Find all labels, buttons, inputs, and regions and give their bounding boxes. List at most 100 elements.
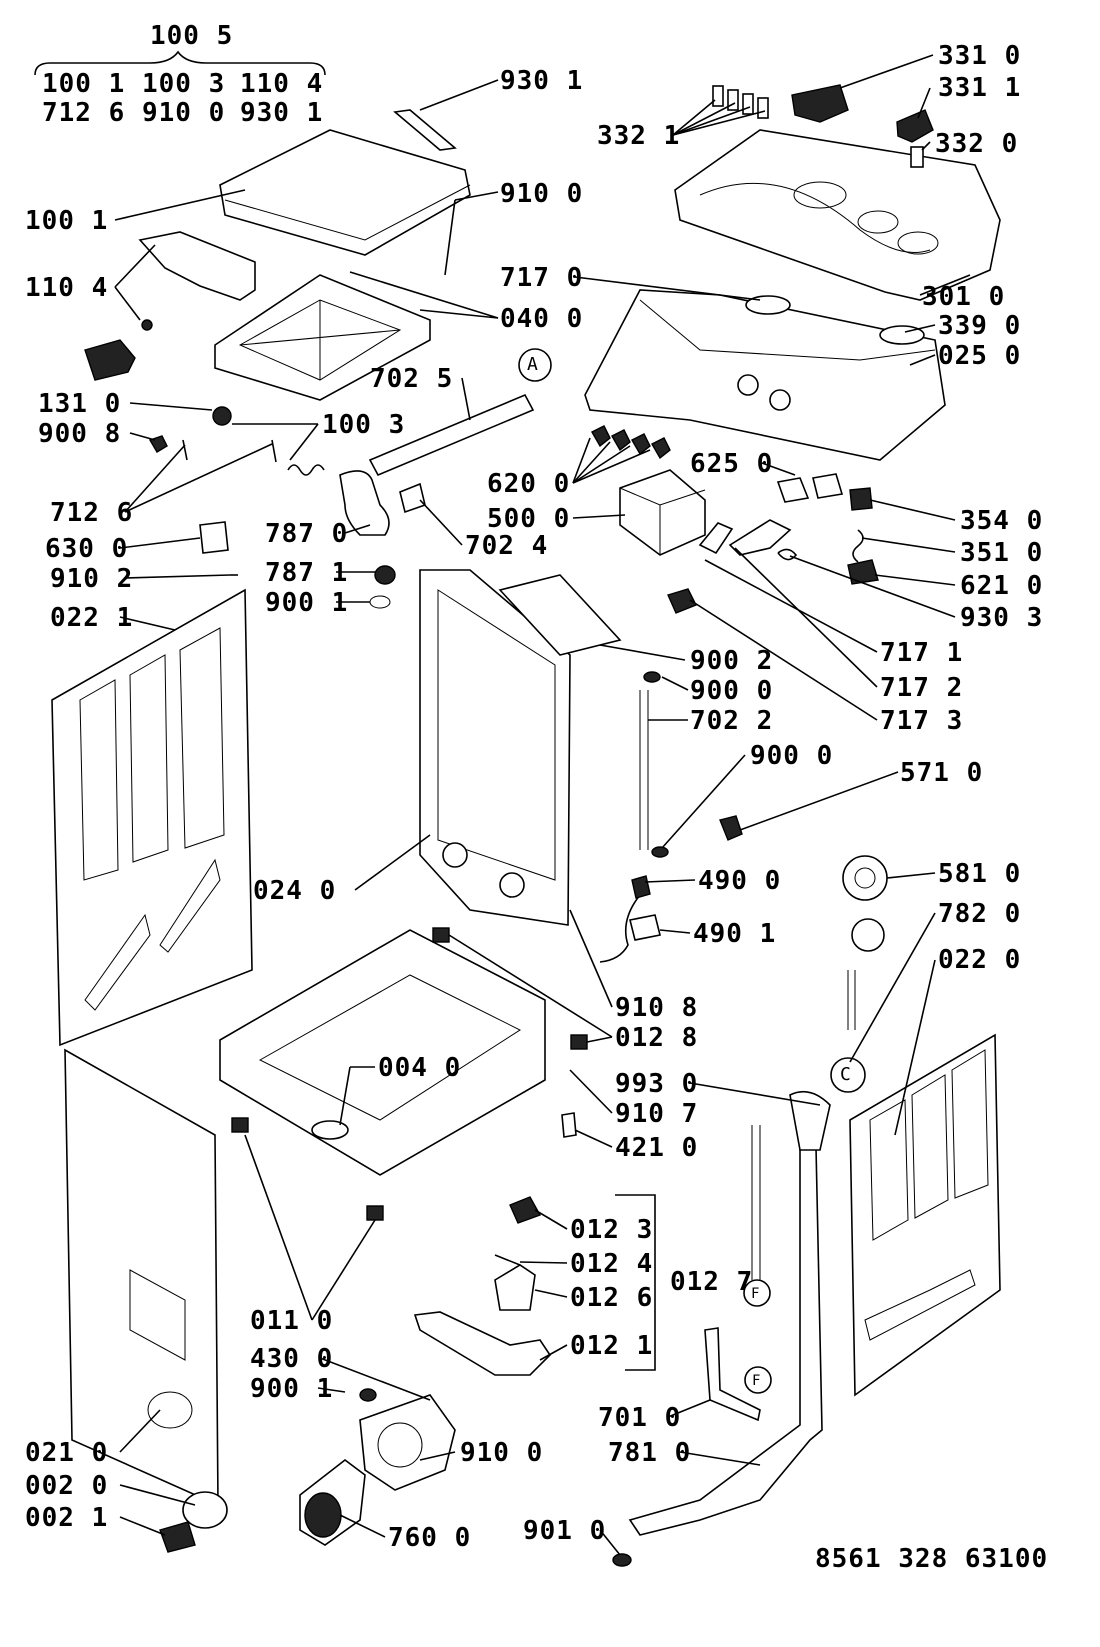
pump-mount [494,1264,536,1311]
part-label: 993 0 [615,1069,699,1099]
knob-large [791,84,849,123]
marker-A [518,348,552,382]
selector-disc [745,295,791,315]
marker-letter: A [527,354,539,375]
part-label: 332 0 [935,129,1019,159]
pump-housing [359,1394,456,1491]
header-part: 100 1 [42,69,126,99]
part-label: 011 0 [250,1306,334,1336]
marker-letter: F [751,1286,761,1302]
part-label: 900 2 [690,646,774,676]
part-label: 900 0 [690,676,774,706]
header-part: 110 4 [240,69,324,99]
header-part: 910 0 [142,98,226,128]
part-label: 339 0 [938,311,1022,341]
part-label: 910 0 [500,179,584,209]
part-label: 717 3 [880,706,964,736]
back-frame [419,569,571,926]
part-label: 630 0 [45,534,129,564]
part-label: 581 0 [938,859,1022,889]
part-label: 332 1 [597,121,681,151]
knob-small [896,109,934,143]
part-label: 490 1 [693,919,777,949]
side-panel-left [51,588,253,1047]
part-label: 100 3 [322,410,406,440]
document-code: 8561 328 63100 [815,1544,1049,1574]
part-label: 910 0 [460,1438,544,1468]
valves [591,425,671,460]
header-part: 712 6 [42,98,126,128]
pump-arm [413,1311,552,1376]
part-label: 301 0 [922,282,1006,312]
part-label: 930 1 [500,66,584,96]
part-label: 702 5 [370,364,454,394]
part-label: 354 0 [960,506,1044,536]
pipe-702-2 [639,690,649,850]
marker-C-top [851,918,885,952]
part-label: 901 0 [523,1516,607,1546]
part-label: 022 0 [938,945,1022,975]
marker-F-bottom [744,1366,772,1394]
panel-bracket [584,289,946,461]
marker-letter: F [752,1373,762,1389]
part-label: 331 0 [938,41,1022,71]
part-label: 002 1 [25,1503,109,1533]
part-label: 900 0 [750,741,834,771]
part-label: 930 3 [960,603,1044,633]
part-label: 571 0 [900,758,984,788]
part-label: 012 8 [615,1023,699,1053]
part-label: 421 0 [615,1133,699,1163]
part-label: 787 0 [265,519,349,549]
part-label: 760 0 [388,1523,472,1553]
control-panel [674,129,1001,301]
part-label: 702 4 [465,531,549,561]
connector-571 [719,815,743,841]
part-label: 022 1 [50,603,134,633]
part-label: 621 0 [960,571,1044,601]
part-label: 110 4 [25,273,109,303]
base-frame [219,929,546,1176]
side-panel-right [849,1033,1001,1397]
part-label: 002 0 [25,1471,109,1501]
part-label: 900 1 [265,588,349,618]
pressure-switch [849,487,873,511]
part-label: 490 0 [698,866,782,896]
part-label: 012 1 [570,1331,654,1361]
part-label: 131 0 [38,389,122,419]
part-label: 781 0 [608,1438,692,1468]
pulley-581 [842,855,888,901]
lid-handle [138,231,256,301]
part-label: 040 0 [500,304,584,334]
hose-clip-2 [728,519,792,556]
fill-hose [368,393,535,477]
header-part: 930 1 [240,98,324,128]
marker-letter: C [840,1064,852,1085]
part-label: 021 0 [25,1438,109,1468]
part-label: 717 0 [500,263,584,293]
part-label: 900 1 [250,1374,334,1404]
part-label: 024 0 [253,876,337,906]
marker-C-bottom [830,1057,866,1093]
part-label: 012 3 [570,1215,654,1245]
knob-caps [712,85,769,119]
part-label: 782 0 [938,899,1022,929]
bracket-625 [776,477,810,503]
part-label: 910 7 [615,1099,699,1129]
front-panel [64,1048,219,1507]
pipe-782 [751,1125,761,1280]
header-group-title: 100 5 [150,21,234,51]
lid-panel [219,129,471,256]
part-label: 717 2 [880,673,964,703]
part-label: 910 2 [50,564,134,594]
part-label: 620 0 [487,469,571,499]
part-label: 012 6 [570,1283,654,1313]
drain-hose [628,1098,823,1536]
cover-630 [199,521,229,554]
part-label: 025 0 [938,341,1022,371]
part-label: 717 1 [880,638,964,668]
part-label: 351 0 [960,538,1044,568]
part-label: 430 0 [250,1344,334,1374]
header-brace [34,50,326,76]
